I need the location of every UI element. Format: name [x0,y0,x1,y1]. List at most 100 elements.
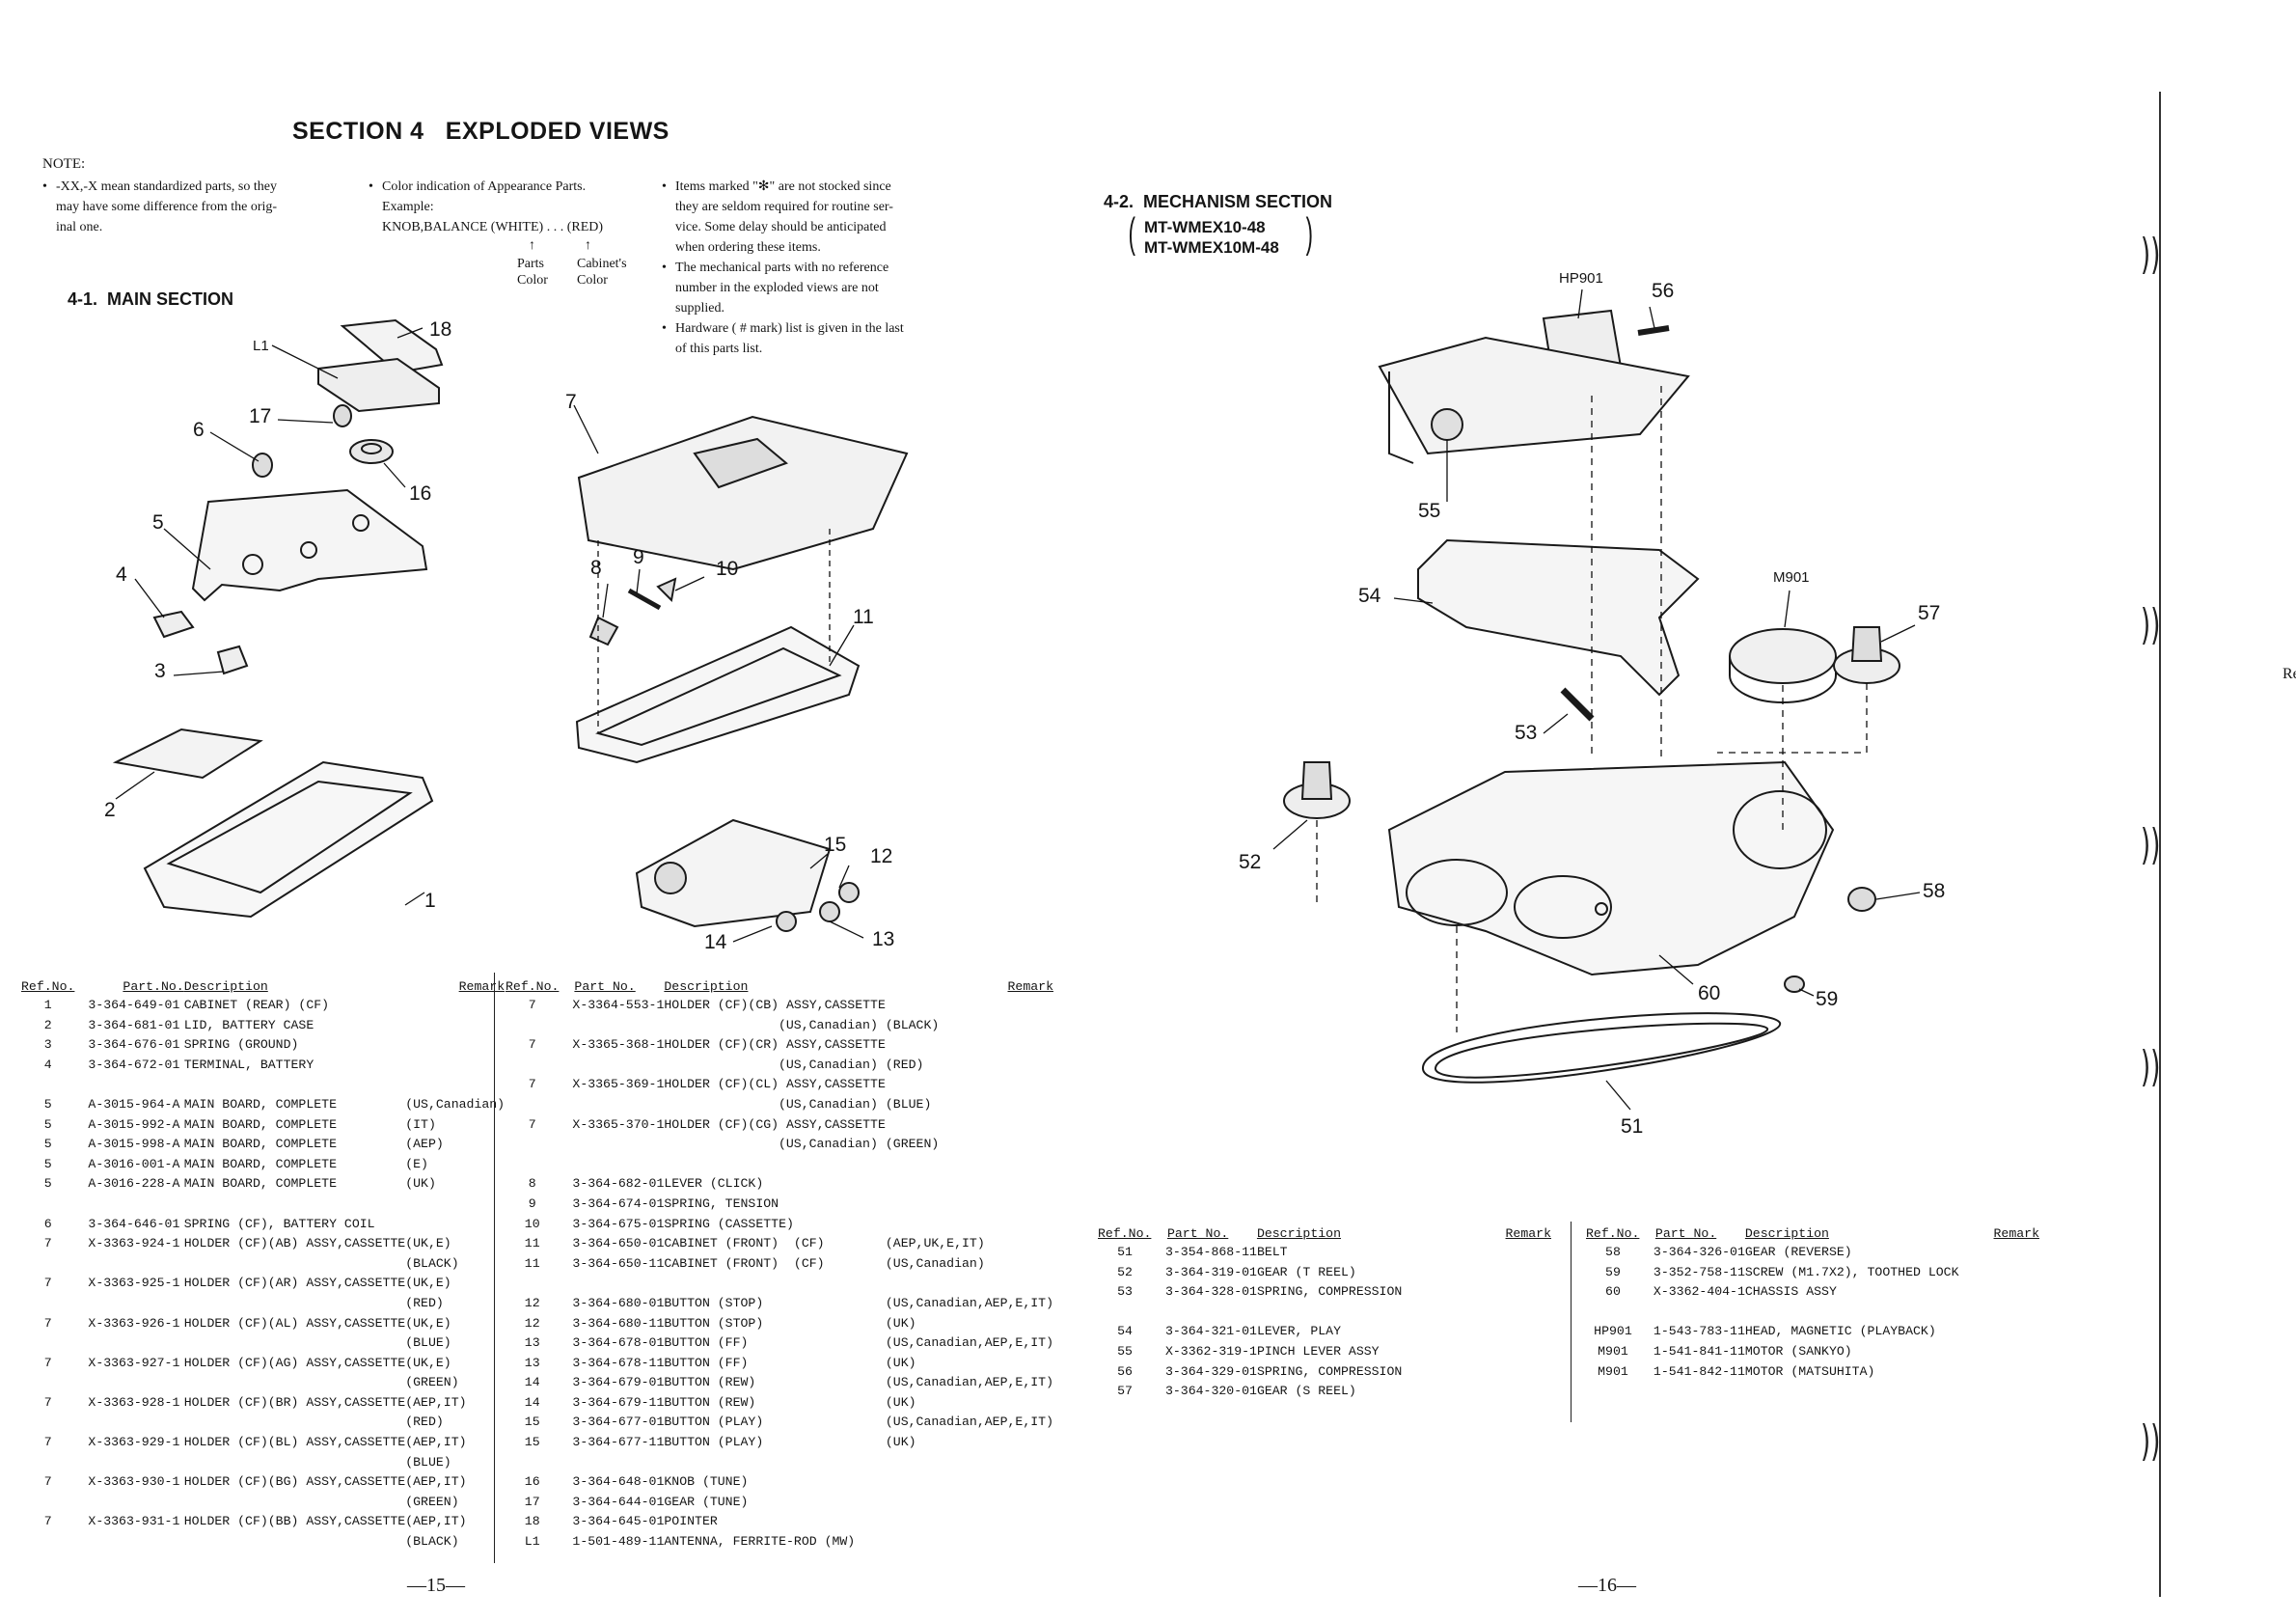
cell-ref: 18 [524,1514,540,1529]
binder-ring-mark: )) [2140,820,2161,869]
cell-ref: 7 [43,1315,52,1331]
cell-remark: (AEP,IT) [405,1394,467,1410]
cell-desc: HOLDER (CF)(CL) ASSY,CASSETTE [664,1077,886,1092]
cell-part: 3-364-650-01 [572,1236,665,1251]
cell-part: X-3365-370-1 [572,1116,665,1132]
callout-l1: L1 [253,338,269,354]
cell-remark: (AEP,IT) [405,1514,467,1529]
callout-2: 2 [104,799,116,821]
callout-59: 59 [1816,988,1839,1010]
cell-ref: 5 [43,1096,52,1112]
table-header: Ref.No. Part No. Description Remark [506,978,1053,994]
cell-part: 3-364-321-01 [1164,1324,1257,1339]
cell-desc: (US,Canadian) [778,1096,878,1112]
cell-desc: CABINET (FRONT) (CF) [664,1255,825,1271]
cell-remark: (BLUE) [405,1454,451,1470]
callout-12: 12 [870,845,893,867]
cell-desc: SPRING (GROUND) [183,1037,299,1053]
cell-ref: 17 [524,1494,540,1509]
cell-part: 3-364-680-01 [572,1295,665,1310]
cell-desc: BUTTON (PLAY) [664,1415,764,1430]
cell-ref: 57 [1117,1384,1133,1399]
cell-part: X-3364-553-1 [572,998,665,1012]
cell-ref: 58 [1605,1245,1621,1259]
arrow-up-icon: ↑ [529,238,535,253]
cell-remark: (US,Canadian) [405,1096,506,1112]
cell-remark: (US,Canadian,AEP,E,IT) [885,1415,1053,1430]
cell-desc: BUTTON (FF) [664,1355,749,1370]
cell-part: X-3363-925-1 [88,1276,180,1291]
binder-ring-mark: )) [2140,230,2161,279]
cell-part: 3-364-646-01 [88,1216,180,1231]
page-edge-line [2159,92,2161,1597]
cell-ref: 8 [528,1176,536,1192]
cell-ref: 12 [524,1295,540,1310]
cell-desc: LEVER (CLICK) [664,1176,764,1192]
callout-7: 7 [565,391,577,413]
cell-remark: (AEP,IT) [405,1474,467,1490]
cell-part: 3-364-682-01 [572,1176,665,1192]
cell-remark: (AEP,UK,E,IT) [885,1236,985,1251]
cell-ref: 14 [524,1394,540,1410]
cell-desc: SPRING (CASSETTE) [664,1216,794,1231]
cell-part: 3-364-676-01 [88,1037,180,1053]
cell-desc: GEAR (TUNE) [664,1494,749,1509]
cell-remark: (UK) [885,1435,916,1450]
cell-desc: BUTTON (PLAY) [664,1435,764,1450]
table-header: Ref.No. Part No. Description Remark [1098,1225,1551,1241]
cell-ref: 2 [43,1017,52,1032]
parts-label: Parts [517,257,544,271]
table-row [1586,1305,2039,1325]
callout-52: 52 [1239,851,1262,873]
cell-ref: 5 [43,1116,52,1132]
callout-60: 60 [1698,982,1721,1004]
page-number-16: —16— [1578,1575,1636,1596]
cell-ref: 60 [1605,1284,1621,1300]
color-label: Color [577,273,608,288]
cell-ref: 13 [524,1355,540,1370]
cell-ref: 15 [524,1415,540,1430]
binder-ring-mark: )) [2140,1042,2161,1091]
callout-18: 18 [429,318,452,341]
cell-remark: (US,Canadian,AEP,E,IT) [885,1375,1053,1390]
cell-ref: 7 [528,1077,536,1092]
table-row: (BLACK) [21,1534,505,1554]
callout-15: 15 [824,834,847,856]
notes-column-1: •-XX,-X mean standardized parts, so they… [42,179,278,234]
cell-desc: BELT [1256,1245,1288,1259]
cell-part: 3-364-319-01 [1164,1264,1257,1279]
cell-part: 3-364-681-01 [88,1017,180,1032]
cell-desc: CABINET (REAR) (CF) [183,998,330,1012]
table-row [1098,1305,1551,1325]
callout-11: 11 [853,606,874,628]
callout-58: 58 [1923,880,1946,902]
cell-part: X-3365-368-1 [572,1037,665,1053]
cell-desc: HOLDER (CF)(CB) ASSY,CASSETTE [664,998,886,1012]
cell-remark: (GREEN) [405,1375,459,1390]
cell-remark: (UK) [885,1315,916,1331]
callout-54: 54 [1358,585,1381,607]
cell-part [1152,1305,1257,1325]
model-bracket-right: ) [1305,209,1313,257]
cell-desc: HOLDER (CF)(AL) ASSY,CASSETTE [183,1315,406,1331]
cell-desc: MAIN BOARD, COMPLETE [183,1176,337,1192]
cell-ref: 11 [524,1236,540,1251]
table-row: (US,Canadian)(GREEN) [506,1137,1053,1157]
cell-remark: (US,Canadian) [885,1255,985,1271]
cell-remark: (BLUE) [405,1335,451,1351]
